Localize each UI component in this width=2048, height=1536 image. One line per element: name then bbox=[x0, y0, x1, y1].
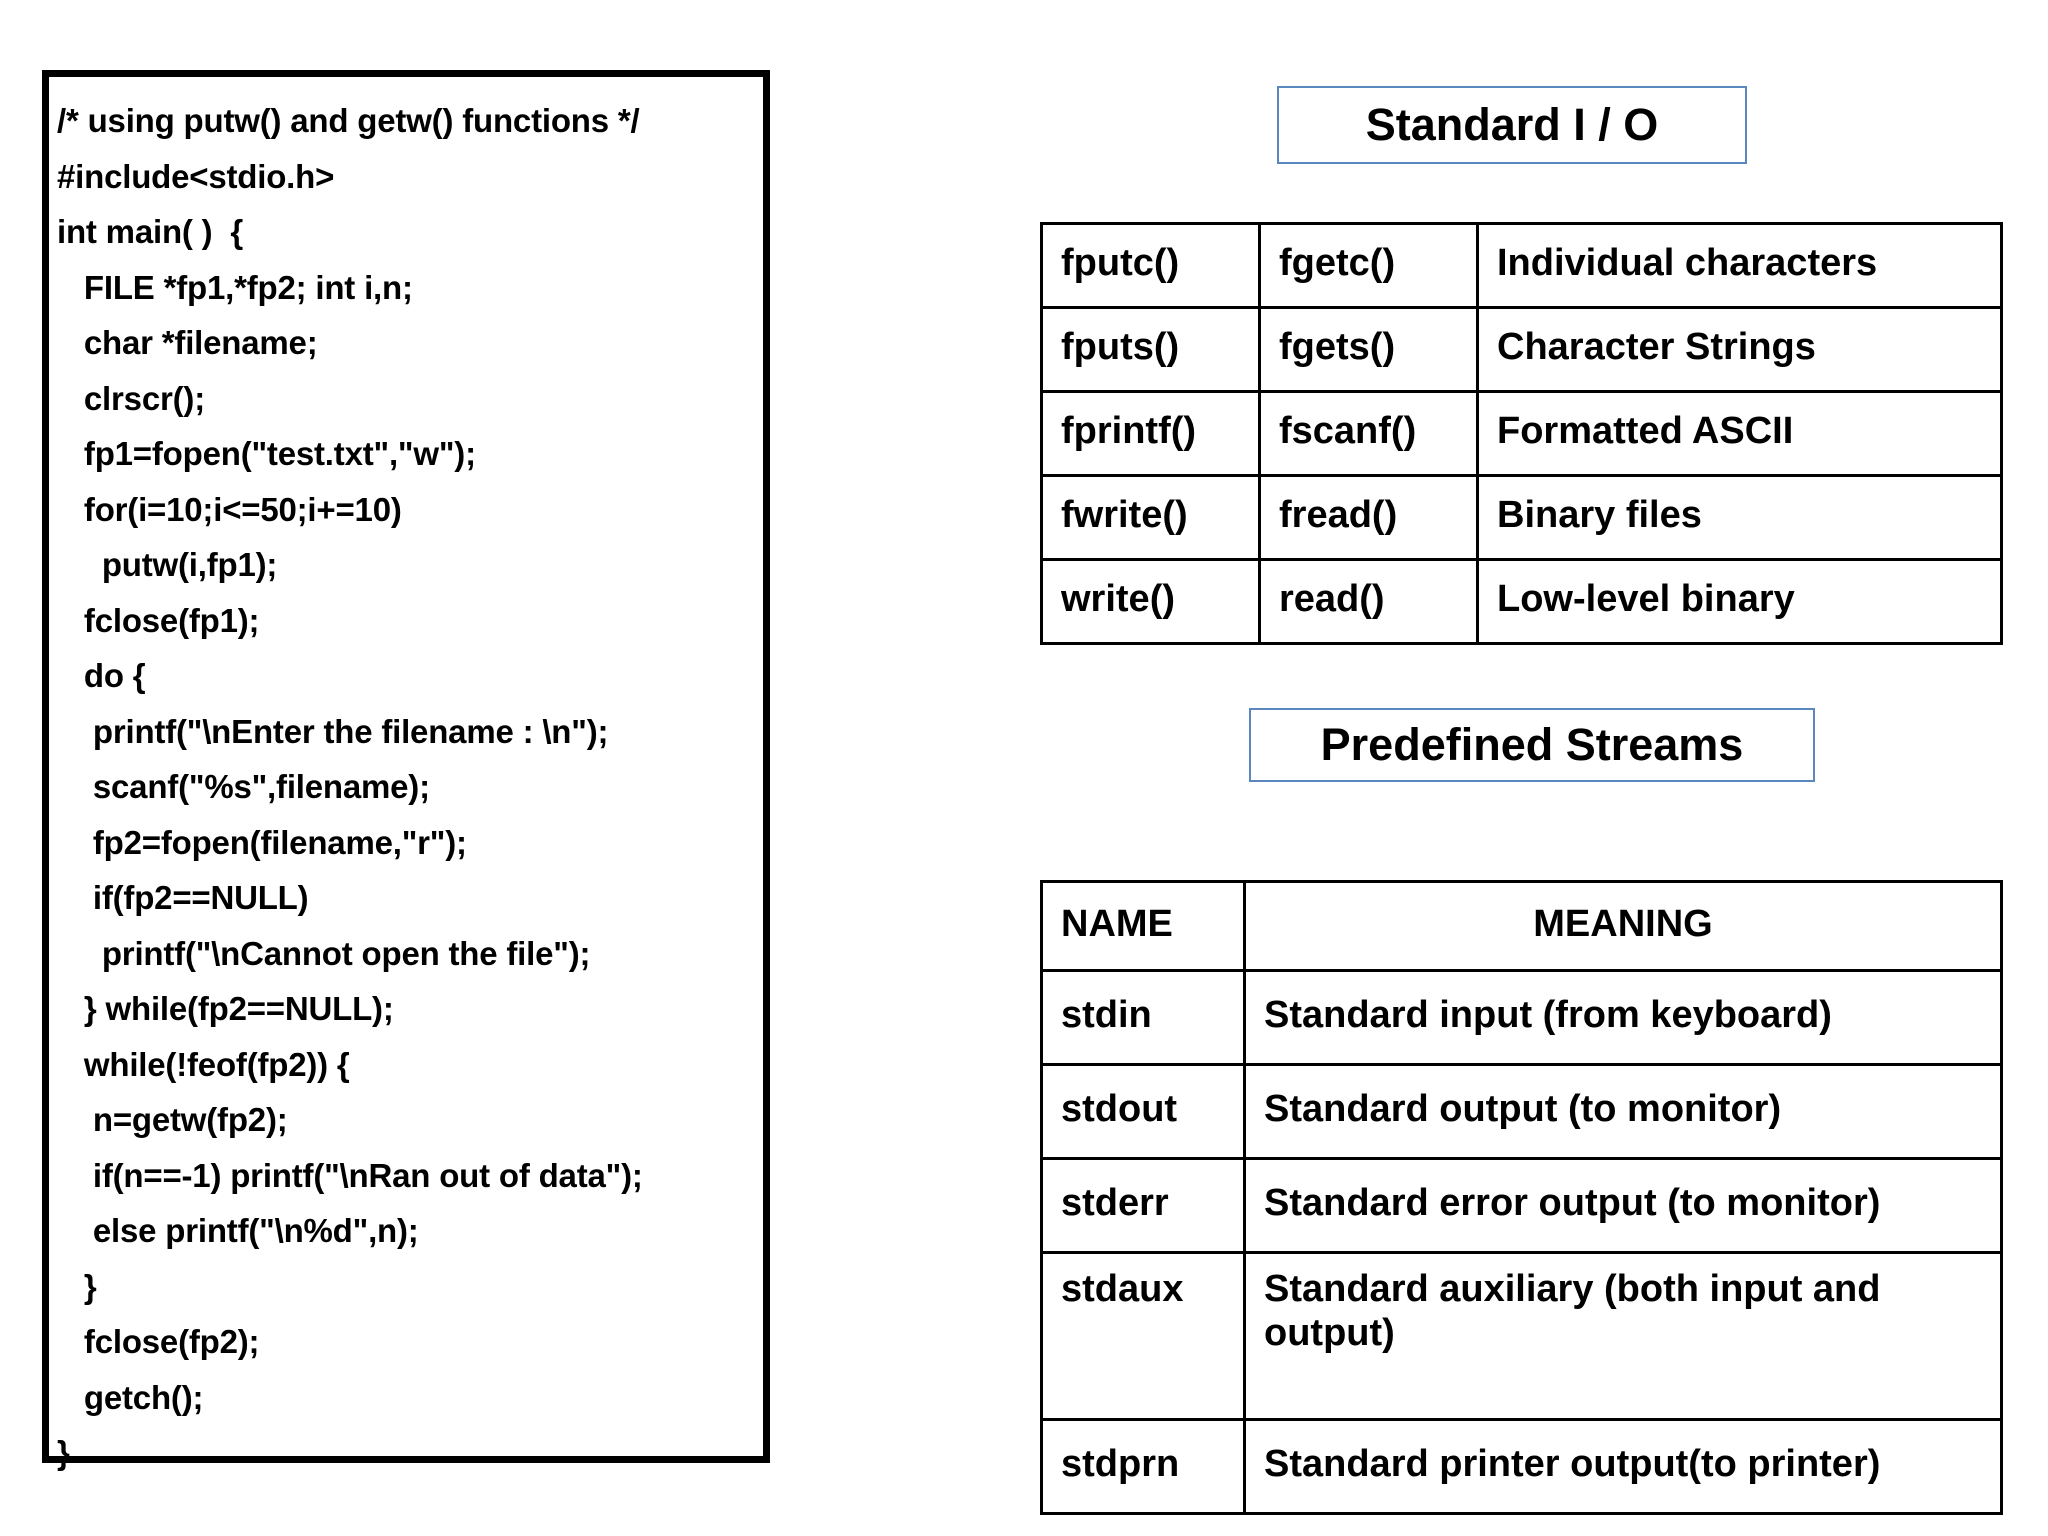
standard-io-table: fputc() fgetc() Individual characters fp… bbox=[1040, 222, 2003, 645]
code-line: #include<stdio.h> bbox=[57, 157, 335, 195]
standard-io-title: Standard I / O bbox=[1277, 86, 1747, 164]
code-line: if(fp2==NULL) bbox=[57, 879, 309, 916]
input-function-cell: fgets() bbox=[1258, 306, 1479, 393]
description-cell: Individual characters bbox=[1476, 222, 2003, 309]
code-line: printf("\nCannot open the file"); bbox=[57, 934, 591, 972]
code-line: clrscr(); bbox=[57, 379, 205, 417]
table-row: stderr Standard error output (to monitor… bbox=[1040, 1157, 2003, 1254]
stream-name-cell: stdout bbox=[1040, 1063, 1246, 1160]
stream-name-cell: stdprn bbox=[1040, 1418, 1246, 1515]
code-line: char *filename; bbox=[57, 324, 318, 361]
code-line: fclose(fp1); bbox=[57, 601, 260, 639]
output-function-cell: write() bbox=[1040, 558, 1261, 645]
output-function-cell: fputc() bbox=[1040, 222, 1261, 309]
code-line: int main( ) { bbox=[57, 213, 244, 250]
code-line: putw(i,fp1); bbox=[57, 546, 278, 583]
description-cell: Binary files bbox=[1476, 474, 2003, 561]
code-line: fp2=fopen(filename,"r"); bbox=[57, 823, 467, 861]
code-line: FILE *fp1,*fp2; int i,n; bbox=[57, 268, 413, 306]
table-row: fprintf() fscanf() Formatted ASCII bbox=[1040, 390, 2003, 477]
code-line: else printf("\n%d",n); bbox=[57, 1212, 419, 1249]
stream-meaning-cell: Standard input (from keyboard) bbox=[1243, 969, 2003, 1066]
code-line: /* using putw() and getw() functions */ bbox=[57, 102, 640, 139]
output-function-cell: fputs() bbox=[1040, 306, 1261, 393]
description-cell: Formatted ASCII bbox=[1476, 390, 2003, 477]
table-row: fputs() fgets() Character Strings bbox=[1040, 306, 2003, 393]
description-cell: Low-level binary bbox=[1476, 558, 2003, 645]
output-function-cell: fprintf() bbox=[1040, 390, 1261, 477]
code-line: } bbox=[57, 1267, 97, 1305]
code-line: do { bbox=[57, 657, 146, 694]
output-function-cell: fwrite() bbox=[1040, 474, 1261, 561]
code-line: for(i=10;i<=50;i+=10) bbox=[57, 490, 402, 528]
table-row: stdaux Standard auxiliary (both input an… bbox=[1040, 1251, 2003, 1421]
predefined-streams-title: Predefined Streams bbox=[1249, 708, 1815, 782]
input-function-cell: fgetc() bbox=[1258, 222, 1479, 309]
description-cell: Character Strings bbox=[1476, 306, 2003, 393]
stream-meaning-cell: Standard auxiliary (both input and outpu… bbox=[1243, 1251, 2003, 1421]
code-line: if(n==-1) printf("\nRan out of data"); bbox=[57, 1156, 643, 1194]
table-row: fputc() fgetc() Individual characters bbox=[1040, 222, 2003, 309]
predefined-streams-table: NAME MEANING stdin Standard input (from … bbox=[1040, 880, 2003, 1515]
code-line: } while(fp2==NULL); bbox=[57, 990, 394, 1027]
code-line: fclose(fp2); bbox=[57, 1323, 260, 1360]
table-header-row: NAME MEANING bbox=[1040, 880, 2003, 972]
stream-meaning-cell: Standard error output (to monitor) bbox=[1243, 1157, 2003, 1254]
code-line: n=getw(fp2); bbox=[57, 1101, 288, 1138]
stream-name-cell: stderr bbox=[1040, 1157, 1246, 1254]
stream-meaning-cell: Standard output (to monitor) bbox=[1243, 1063, 2003, 1160]
input-function-cell: read() bbox=[1258, 558, 1479, 645]
input-function-cell: fread() bbox=[1258, 474, 1479, 561]
table-row: write() read() Low-level binary bbox=[1040, 558, 2003, 645]
table-row: stdin Standard input (from keyboard) bbox=[1040, 969, 2003, 1066]
table-row: stdprn Standard printer output(to printe… bbox=[1040, 1418, 2003, 1515]
code-line: scanf("%s",filename); bbox=[57, 768, 430, 805]
column-header-meaning: MEANING bbox=[1243, 880, 2003, 972]
code-line: getch(); bbox=[57, 1378, 204, 1416]
code-line: fp1=fopen("test.txt","w"); bbox=[57, 435, 476, 472]
code-line: printf("\nEnter the filename : \n"); bbox=[57, 712, 609, 750]
stream-name-cell: stdaux bbox=[1040, 1251, 1246, 1421]
code-listing-panel: /* using putw() and getw() functions */ … bbox=[42, 70, 770, 1471]
stream-meaning-cell: Standard printer output(to printer) bbox=[1243, 1418, 2003, 1515]
code-line: } bbox=[57, 1434, 70, 1471]
input-function-cell: fscanf() bbox=[1258, 390, 1479, 477]
table-row: stdout Standard output (to monitor) bbox=[1040, 1063, 2003, 1160]
column-header-name: NAME bbox=[1040, 880, 1246, 972]
code-line: while(!feof(fp2)) { bbox=[57, 1045, 350, 1083]
table-row: fwrite() fread() Binary files bbox=[1040, 474, 2003, 561]
stream-name-cell: stdin bbox=[1040, 969, 1246, 1066]
